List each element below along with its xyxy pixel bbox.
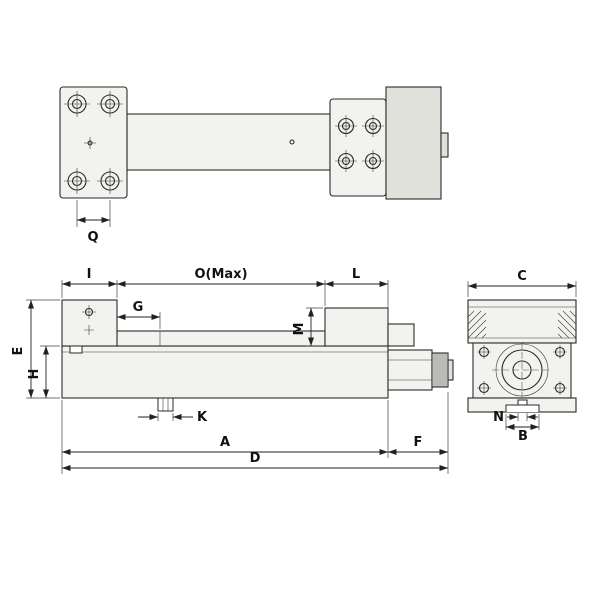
fixed-jaw <box>61 299 118 347</box>
dim-label-c: C <box>517 269 527 284</box>
dim-label-d: D <box>250 451 261 466</box>
mount-hole <box>64 168 90 194</box>
dim-label-i: I <box>87 267 92 282</box>
clamp-hatch-right <box>557 310 577 339</box>
right-mount-plate <box>329 98 387 197</box>
mount-hole <box>97 91 123 117</box>
mount-hole <box>97 168 123 194</box>
bottom-key <box>157 397 174 412</box>
dim-label-b: B <box>518 429 528 444</box>
end-view: C N B <box>467 269 577 444</box>
vise-bed <box>61 345 389 399</box>
rail-dowel-mark <box>289 139 295 145</box>
front-view: I O(Max) L G M E <box>11 267 454 474</box>
top-view: Q <box>59 86 449 245</box>
dimension-h: H <box>27 345 60 398</box>
slide-extension <box>387 323 415 347</box>
dimension-f: F <box>388 435 448 455</box>
end-bolt-hole <box>477 345 491 359</box>
end-block-boss <box>440 132 449 158</box>
dimension-d: D <box>62 451 448 471</box>
dim-label-n: N <box>493 410 504 425</box>
screw-thread <box>431 352 449 388</box>
end-bolt-hole <box>553 345 567 359</box>
base-slot <box>505 404 540 412</box>
dimension-i: I <box>61 267 118 298</box>
mount-hole <box>335 115 357 137</box>
mount-hole <box>64 91 90 117</box>
dimension-l: L <box>325 267 388 287</box>
plate-center-mark <box>84 137 96 149</box>
movable-jaw <box>324 307 389 347</box>
dim-label-e: E <box>11 347 26 356</box>
dimension-m: M <box>292 307 323 347</box>
dim-label-f: F <box>414 435 423 450</box>
dimension-b: B <box>505 414 540 444</box>
dimension-q: Q <box>76 200 111 245</box>
screw-housing <box>387 349 433 391</box>
mount-hole <box>335 150 357 172</box>
dimension-c: C <box>467 269 577 297</box>
dimension-n: N <box>493 410 538 425</box>
dim-label-o-max: O(Max) <box>194 267 247 282</box>
screw-shaft-lines <box>388 359 432 381</box>
end-top-lines <box>468 306 576 339</box>
dimension-g: G <box>117 300 161 329</box>
screw-bore <box>492 342 552 398</box>
screw-end-cap <box>447 359 454 381</box>
dim-label-m: M <box>292 323 307 336</box>
dim-label-a: A <box>220 435 230 450</box>
guide-rail <box>126 113 331 171</box>
dimension-a: A <box>61 392 449 474</box>
jaw-hole-mark <box>82 305 96 335</box>
mount-hole <box>362 115 384 137</box>
dim-label-g: G <box>133 300 144 315</box>
end-block <box>385 86 442 200</box>
dimension-k: K <box>138 410 208 425</box>
dim-label-k: K <box>197 410 208 425</box>
end-bolt-hole <box>477 381 491 395</box>
mount-hole <box>362 150 384 172</box>
end-bolt-hole <box>553 381 567 395</box>
dim-label-h: H <box>27 369 42 380</box>
left-mount-plate <box>59 86 128 199</box>
clamp-hatch-left <box>467 310 487 339</box>
dim-label-l: L <box>352 267 360 282</box>
dim-label-q: Q <box>87 230 98 245</box>
jaw-relief-notch <box>69 345 83 354</box>
dimension-e: E <box>11 299 60 399</box>
